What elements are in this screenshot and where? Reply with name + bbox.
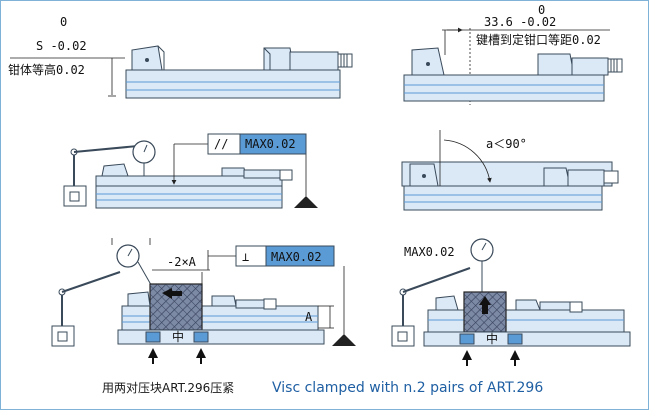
- perp-dim: A: [305, 310, 313, 324]
- angle-label: a＜90°: [486, 137, 527, 151]
- tol-slot-desc: 键槽到定钳口等距0.02: [476, 32, 601, 47]
- caption-en: Visc clamped with n.2 pairs of ART.296: [272, 380, 543, 396]
- parallel-symbol: //: [214, 137, 228, 151]
- parallel-label: MAX0.02: [245, 137, 296, 151]
- vise-panel-top-right: [403, 27, 623, 105]
- tol-s-value: S -0.02: [36, 39, 87, 53]
- tol-s-desc: 钳体等高0.02: [8, 62, 85, 77]
- tol-s-zero: 0: [60, 15, 67, 29]
- perp-symbol: ⊥: [242, 250, 249, 264]
- caption-cn: 用两对压块ART.296压紧: [102, 381, 234, 395]
- vise-panel-indicator: [391, 238, 631, 366]
- center-mark-left: 中: [172, 329, 184, 344]
- perp-label: MAX0.02: [271, 250, 322, 264]
- tol-slot-value: 33.6 -0.02: [484, 15, 556, 29]
- vise-panel-perpendicular: [51, 238, 356, 364]
- vise-panel-parallel: [63, 133, 318, 209]
- center-mark-right: 中: [486, 331, 498, 346]
- perp-offset: -2×A: [167, 255, 197, 269]
- vise-panel-angle: [401, 130, 619, 211]
- vise-panel-top-left: [10, 45, 353, 99]
- tol-slot-zero: 0: [538, 3, 545, 17]
- indicator-note: MAX0.02: [404, 245, 455, 259]
